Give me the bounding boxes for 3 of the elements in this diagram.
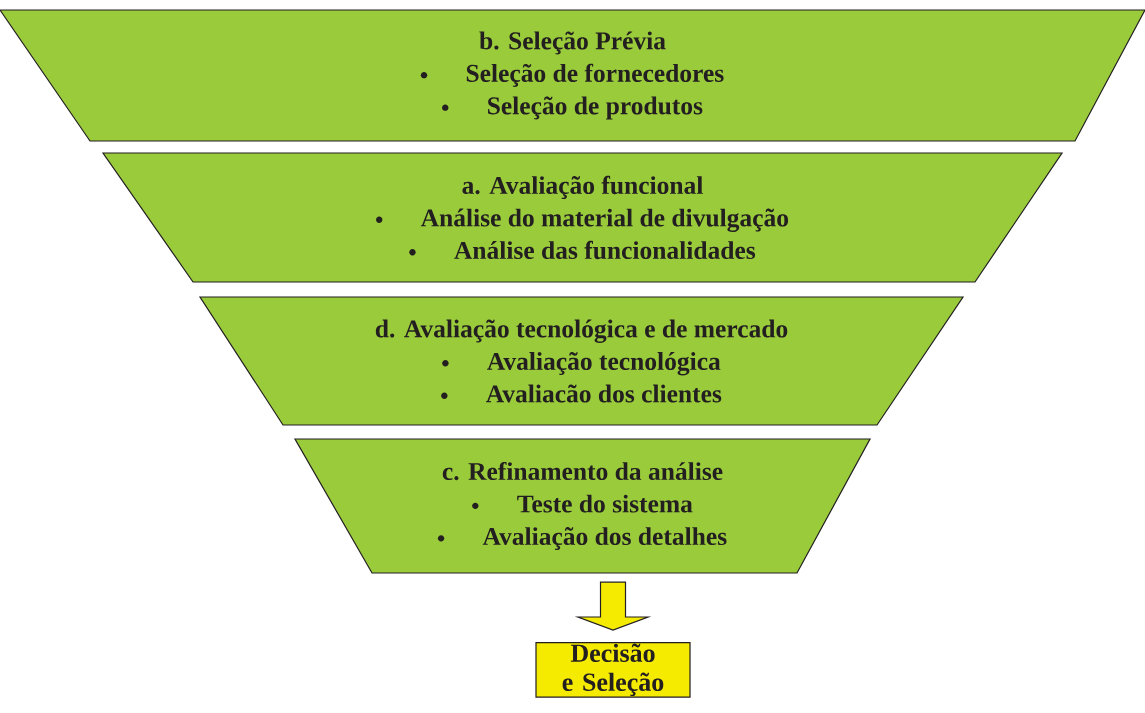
decision-box: Decisão e Seleção bbox=[535, 642, 691, 698]
block-arrow bbox=[574, 581, 652, 631]
funnel-band: b. Seleção Prévia Seleção de fornecedores Seleção de produtos bbox=[0, 9, 1145, 142]
